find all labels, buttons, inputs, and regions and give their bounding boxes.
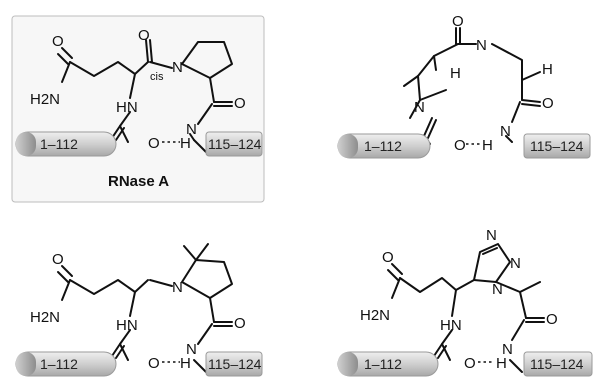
cis-label: cis	[150, 71, 164, 83]
atom-n: N	[172, 279, 183, 296]
segment-left-label: 1–112	[364, 138, 402, 154]
atom-n: N	[486, 227, 497, 244]
atom-hn: HN	[116, 317, 138, 334]
segment-left: 1–112	[337, 133, 431, 159]
atom-o: O	[52, 33, 64, 50]
atom-o: O	[234, 95, 246, 112]
segment-right-label: 115–124	[530, 138, 584, 154]
panel-dimethylproline: O H2N HN N O O H N 1–112 115–124	[15, 243, 263, 377]
atom-h: H	[180, 355, 191, 372]
segment-right-label: 115–124	[208, 356, 262, 372]
panel-rnase-a: O H2N HN O cis N O O H N 1–112 115–124 R…	[11, 15, 265, 203]
atom-n: N	[476, 37, 487, 54]
atom-hn: HN	[116, 99, 138, 116]
atom-o: O	[464, 355, 476, 372]
atom-o: O	[452, 13, 464, 30]
atom-h2n: H2N	[30, 91, 60, 108]
atom-n: N	[502, 341, 513, 358]
atom-h: H	[482, 137, 493, 154]
caption: RNase A	[108, 173, 169, 190]
segment-left: 1–112	[15, 351, 117, 377]
atom-o: O	[454, 137, 466, 154]
atom-n: N	[172, 59, 183, 76]
atom-o: O	[382, 249, 394, 266]
atom-h: H	[496, 355, 507, 372]
atom-h: H	[180, 135, 191, 152]
segment-left: 1–112	[337, 351, 439, 377]
atom-n: N	[186, 121, 197, 138]
atom-h2n: H2N	[360, 307, 390, 324]
segment-left-label: 1–112	[40, 356, 78, 372]
atom-n: N	[500, 123, 511, 140]
atom-h: H	[450, 65, 461, 82]
atom-n: N	[510, 255, 521, 272]
atom-n: N	[414, 99, 425, 116]
atom-o: O	[546, 311, 558, 328]
segment-right: 115–124	[205, 131, 263, 157]
atom-h: H	[542, 61, 553, 78]
segment-right-label: 115–124	[208, 136, 262, 152]
segment-right: 115–124	[523, 351, 593, 377]
atom-h2n: H2N	[30, 309, 60, 326]
atom-o: O	[138, 27, 150, 44]
segment-right: 115–124	[205, 351, 263, 377]
atom-n: N	[186, 341, 197, 358]
segment-left: 1–112	[15, 131, 117, 157]
atom-n: N	[492, 281, 503, 298]
segment-left-label: 1–112	[364, 356, 402, 372]
panel-triazole: N N N O H2N HN O O H N 1–112 115–124	[337, 227, 593, 377]
panel-alkene-macrocycle: O N H H N O O H N 1–112 115–124	[337, 13, 591, 159]
atom-hn: HN	[440, 317, 462, 334]
segment-right-label: 115–124	[530, 356, 584, 372]
atom-o: O	[148, 135, 160, 152]
atom-o: O	[234, 315, 246, 332]
segment-left-label: 1–112	[40, 136, 78, 152]
segment-right: 115–124	[523, 133, 591, 159]
atom-o: O	[542, 95, 554, 112]
atom-o: O	[148, 355, 160, 372]
atom-o: O	[52, 251, 64, 268]
